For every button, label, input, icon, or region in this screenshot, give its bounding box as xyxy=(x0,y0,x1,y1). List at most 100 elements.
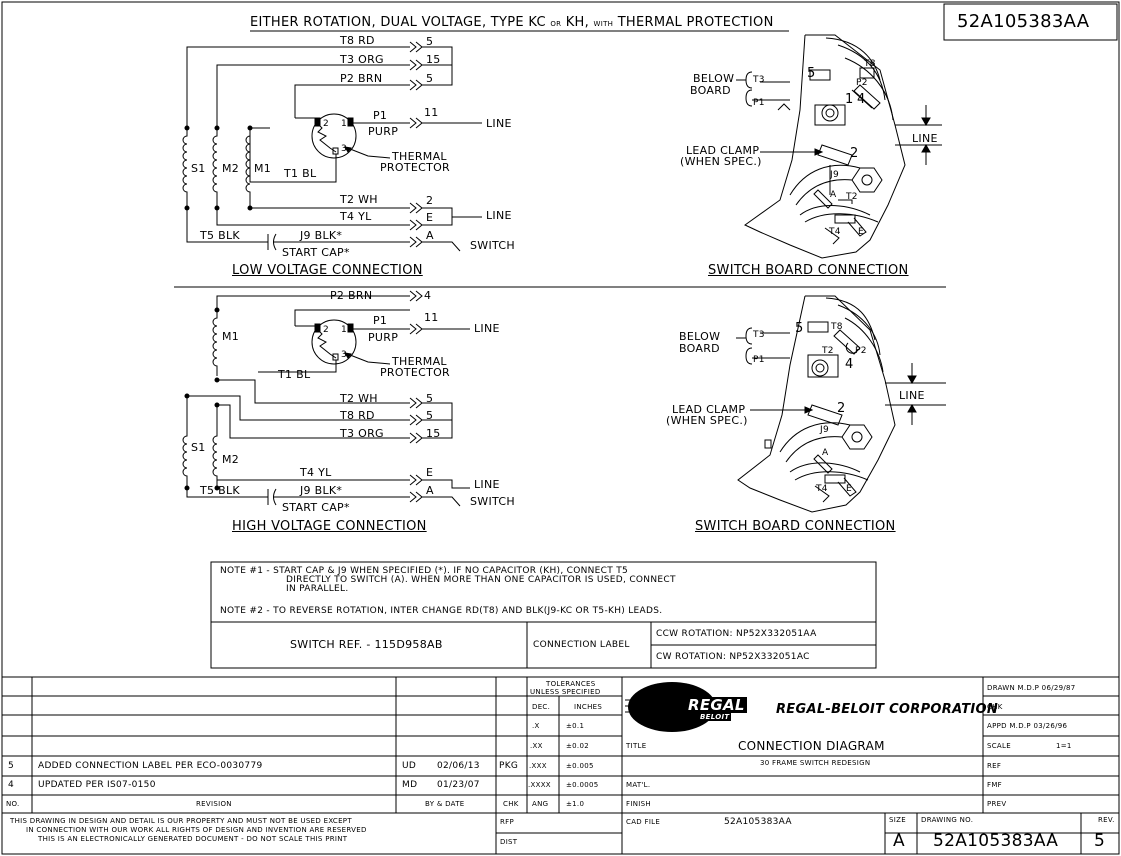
lead-t3: T3 ORG xyxy=(340,53,384,66)
line-label-2: LINE xyxy=(486,209,512,222)
b1-line: LINE xyxy=(912,132,938,145)
hv-term-t3: 15 xyxy=(426,427,441,440)
lead-t8: T8 RD xyxy=(340,34,375,47)
hv-line-label-2: LINE xyxy=(474,478,500,491)
hv-tp-pin-1: 1 xyxy=(341,325,348,335)
b2-lead-clamp-label: LEAD CLAMP xyxy=(672,403,746,416)
disclaimer-3: THIS IS AN ELECTRONICALLY GENERATED DOCU… xyxy=(38,835,348,843)
lead-t2: T2 WH xyxy=(340,193,378,206)
rev-header-chk: CHK xyxy=(503,800,519,808)
subtitle-value: 30 FRAME SWITCH REDESIGN xyxy=(760,759,871,767)
note-1-line-3: IN PARALLEL. xyxy=(286,584,349,594)
tol-xx-val: ±0.02 xyxy=(566,742,589,750)
hv-term-t4: E xyxy=(426,466,434,479)
protector-label: PROTECTOR xyxy=(380,161,451,174)
tol-ang-val: ±1.0 xyxy=(566,800,585,808)
b2-t4: T4 xyxy=(816,484,828,494)
part-number-header: 52A105383AA xyxy=(957,11,1090,32)
lead-p1: P1 xyxy=(373,109,388,122)
hv-lead-p1: P1 xyxy=(373,314,388,327)
scale-value: 1=1 xyxy=(1056,742,1072,750)
rev-header-by-date: BY & DATE xyxy=(425,800,465,808)
hv-tp-pin-2: 2 xyxy=(323,325,330,335)
title-value: CONNECTION DIAGRAM xyxy=(738,739,885,753)
hv-lead-t3: T3 ORG xyxy=(340,427,384,440)
hv-lead-purp: PURP xyxy=(368,331,399,344)
b1-1: 1 xyxy=(845,92,854,107)
note-2: NOTE #2 - TO REVERSE ROTATION, INTER CHA… xyxy=(220,606,663,616)
b2-p1: P1 xyxy=(753,355,765,365)
rev-5-by: UD xyxy=(402,761,417,771)
tol-xxx-val: ±0.005 xyxy=(566,762,594,770)
b2-when-spec-label: (WHEN SPEC.) xyxy=(666,414,748,427)
note-1-line-1: NOTE #1 - START CAP & J9 WHEN SPECIFIED … xyxy=(220,566,629,576)
hv-term-j9: A xyxy=(426,484,434,497)
term-t3: 15 xyxy=(426,53,441,66)
b1-4: 4 xyxy=(857,92,866,107)
scale-label: SCALE xyxy=(987,742,1011,750)
note-1-line-2: DIRECTLY TO SWITCH (A). WHEN MORE THAN O… xyxy=(286,575,676,585)
cad-file-label: CAD FILE xyxy=(626,818,661,826)
switch-board-heading-1: SWITCH BOARD CONNECTION xyxy=(708,263,909,278)
term-j9: A xyxy=(426,229,434,242)
rev-4-by: MD xyxy=(402,780,418,790)
matl-label: MAT'L. xyxy=(626,781,651,789)
tol-xx: .XX xyxy=(530,742,543,750)
winding-s1: S1 xyxy=(191,162,206,175)
hv-line-label-1: LINE xyxy=(474,322,500,335)
switch-ref: SWITCH REF. - 115D958AB xyxy=(290,638,443,651)
tol-xxx: .XXX xyxy=(529,762,547,770)
company-name: REGAL-BELOIT CORPORATION xyxy=(776,702,999,717)
size-label: SIZE xyxy=(889,816,906,824)
switch-board-heading-2: SWITCH BOARD CONNECTION xyxy=(695,519,896,534)
hv-switch-label: SWITCH xyxy=(470,495,515,508)
rev-4-text: UPDATED PER IS07-0150 xyxy=(38,780,156,790)
lead-clamp-label: LEAD CLAMP xyxy=(686,144,760,157)
hv-winding-s1: S1 xyxy=(191,441,206,454)
board-label: BOARD xyxy=(690,84,731,97)
rev-5-chk: PKG xyxy=(499,761,519,771)
hv-lead-t8: T8 RD xyxy=(340,409,375,422)
tol-ang: ANG xyxy=(532,800,549,808)
b2-p2: P2 xyxy=(855,346,867,356)
ccw-rotation: CCW ROTATION: NP52X332051AA xyxy=(656,629,817,639)
line-label-1: LINE xyxy=(486,117,512,130)
disclaimer-1: THIS DRAWING IN DESIGN AND DETAIL IS OUR… xyxy=(10,817,352,825)
tp-pin-1: 1 xyxy=(341,119,348,129)
lead-purp: PURP xyxy=(368,125,399,138)
hv-term-p1: 11 xyxy=(424,311,439,324)
hv-start-cap: START CAP* xyxy=(282,501,350,514)
cad-file-value: 52A105383AA xyxy=(724,817,792,827)
tol-head-1: TOLERANCES xyxy=(546,680,596,688)
b2-below-label: BELOW xyxy=(679,330,721,343)
connection-label-heading: CONNECTION LABEL xyxy=(533,640,630,650)
hv-thermal-label: THERMAL xyxy=(392,355,447,368)
hv-term-t8: 5 xyxy=(426,409,434,422)
high-voltage-heading: HIGH VOLTAGE CONNECTION xyxy=(232,519,427,534)
low-voltage-schematic xyxy=(182,41,482,252)
fmf-field: FMF xyxy=(987,781,1002,789)
term-t8: 5 xyxy=(426,35,434,48)
notes-box-lines xyxy=(210,561,877,669)
rev-value: 5 xyxy=(1094,831,1106,851)
b2-t3: T3 xyxy=(753,330,765,340)
b1-j9: J9 xyxy=(830,170,839,180)
rfp-label: RFP xyxy=(500,818,515,826)
tol-inches: INCHES xyxy=(574,703,603,711)
prev-field: PREV xyxy=(987,800,1007,808)
rev-header-no: NO. xyxy=(6,800,20,808)
hv-lead-p2: P2 BRN xyxy=(330,289,373,302)
regal-logo-text: REGAL xyxy=(686,696,747,714)
b1-t3: T3 xyxy=(753,75,765,85)
ref-field: REF xyxy=(987,762,1002,770)
rev-label: REV. xyxy=(1098,816,1115,824)
hv-tp-pin-3: 3 xyxy=(341,350,348,360)
cw-rotation: CW ROTATION: NP52X332051AC xyxy=(656,652,810,662)
lead-t5: T5 BLK xyxy=(200,229,240,242)
start-cap: START CAP* xyxy=(282,246,350,259)
tp-pin-3: 3 xyxy=(341,144,348,154)
below-label: BELOW xyxy=(693,72,735,85)
tol-xxxx-val: ±0.0005 xyxy=(566,781,599,789)
hv-lead-t5: T5 BLK xyxy=(200,484,240,497)
